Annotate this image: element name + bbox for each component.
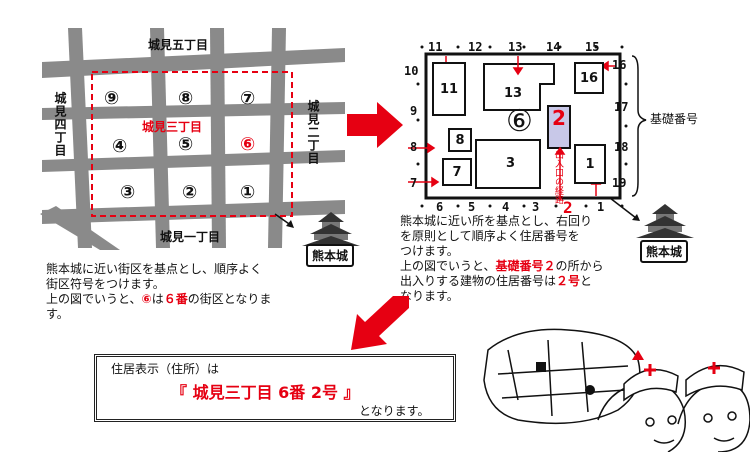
right-example-2-suffix: と	[580, 274, 593, 288]
result-suffix: となります。	[359, 404, 430, 418]
lot-number-3: 3	[532, 200, 540, 214]
lot-number-8: 8	[410, 140, 418, 154]
castle-label-right: 熊本城	[640, 240, 689, 263]
block-number-8: ⑧	[178, 88, 194, 109]
block-number-2: ②	[182, 182, 198, 203]
entrance-route-label: 出入口の経路	[553, 150, 563, 204]
left-block-map	[40, 28, 345, 250]
building-11: 11	[432, 62, 466, 116]
block-number-5: ⑤	[178, 134, 194, 155]
lot-number-18: 18	[614, 140, 629, 154]
lot-number-9: 9	[410, 104, 418, 118]
result-label: 住居表示（住所）は	[111, 362, 220, 376]
right-example-1-prefix: 上の図でいうと、	[400, 259, 496, 273]
lot-number-2: 2	[563, 198, 573, 217]
right-example-1-suffix: の所から	[555, 259, 604, 273]
left-example: 上の図でいうと、⑥は６番の街区となりま	[46, 292, 271, 307]
block-number-4: ④	[112, 136, 128, 157]
lot-number-14: 14	[546, 40, 561, 54]
left-example-suffix: の街区となりま	[187, 292, 272, 306]
result-address: 『 城見三丁目 6番 2号 』	[171, 383, 360, 402]
left-example-prefix: 上の図でいうと、	[46, 292, 142, 306]
block-number-6: ⑥	[240, 134, 256, 155]
block-number-3: ③	[120, 182, 136, 203]
castle-icon	[636, 204, 694, 238]
lot-number-15: 15	[585, 40, 600, 54]
lot-number-1: 1	[597, 200, 605, 214]
building-13-label: 13	[504, 86, 523, 101]
left-example-end: す。	[46, 307, 69, 321]
right-example-2: 出入りする建物の住居番号は２号と	[400, 274, 592, 289]
building-3-label: 3	[506, 156, 516, 171]
street-label-left: 城見四丁目	[53, 92, 67, 157]
lot-number-16: 16	[612, 58, 627, 72]
right-example-1: 上の図でいうと、基礎番号２の所から	[400, 259, 604, 274]
street-label-right: 城見二丁目	[306, 100, 320, 165]
lot-number-11: 11	[428, 40, 443, 54]
right-example-1-highlight: 基礎番号２	[495, 259, 556, 273]
right-description-3: つけます。	[400, 244, 459, 258]
block-number-1: ①	[240, 182, 256, 203]
result-address-box: 住居表示（住所）は 『 城見三丁目 6番 2号 』 となります。	[94, 354, 456, 422]
circled-block-6: ⑥	[506, 104, 533, 139]
left-description-2: 街区符号をつけます。	[46, 277, 165, 291]
basis-number-label: 基礎番号	[650, 112, 699, 126]
left-example-block: ⑥	[141, 292, 152, 306]
street-label-bottom: 城見一丁目	[160, 230, 221, 244]
left-description-1: 熊本城に近い街区を基点とし、順序よく	[46, 262, 263, 276]
building-2-label: 2	[552, 106, 566, 130]
right-description-1: 熊本城に近い所を基点とし、右回り	[400, 214, 593, 228]
street-label-top: 城見五丁目	[148, 38, 209, 52]
left-example-mid: は	[151, 292, 164, 306]
lot-number-17: 17	[614, 100, 629, 114]
lot-number-12: 12	[468, 40, 483, 54]
right-example-2-prefix: 出入りする建物の住居番号は	[400, 274, 557, 288]
castle-icon	[302, 212, 360, 246]
lot-number-19: 19	[612, 176, 627, 190]
cartoon-illustration	[483, 328, 750, 452]
center-district-label: 城見三丁目	[142, 120, 203, 134]
building-7: 7	[442, 158, 472, 186]
red-arrow-right-icon	[347, 102, 403, 148]
lot-number-10: 10	[404, 64, 419, 78]
castle-label-left: 熊本城	[306, 244, 355, 267]
right-example-2-highlight: ２号	[556, 274, 581, 288]
left-example-number: ６番	[163, 292, 188, 306]
lot-number-4: 4	[502, 200, 510, 214]
lot-number-7: 7	[410, 176, 418, 190]
lot-number-5: 5	[468, 200, 476, 214]
right-example-3: なります。	[400, 289, 459, 303]
right-detail-map	[408, 45, 647, 208]
arrow-to-castle-icon	[609, 197, 640, 221]
building-8: 8	[448, 128, 472, 152]
lot-number-13: 13	[508, 40, 523, 54]
building-16: 16	[574, 62, 604, 94]
lot-number-6: 6	[436, 200, 444, 214]
red-arrow-down-left-icon	[351, 296, 409, 350]
building-1: 1	[574, 144, 606, 184]
block-number-7: ⑦	[240, 88, 256, 109]
block-number-9: ⑨	[104, 88, 120, 109]
right-description-2: を原則として順序よく住居番号を	[400, 229, 580, 243]
